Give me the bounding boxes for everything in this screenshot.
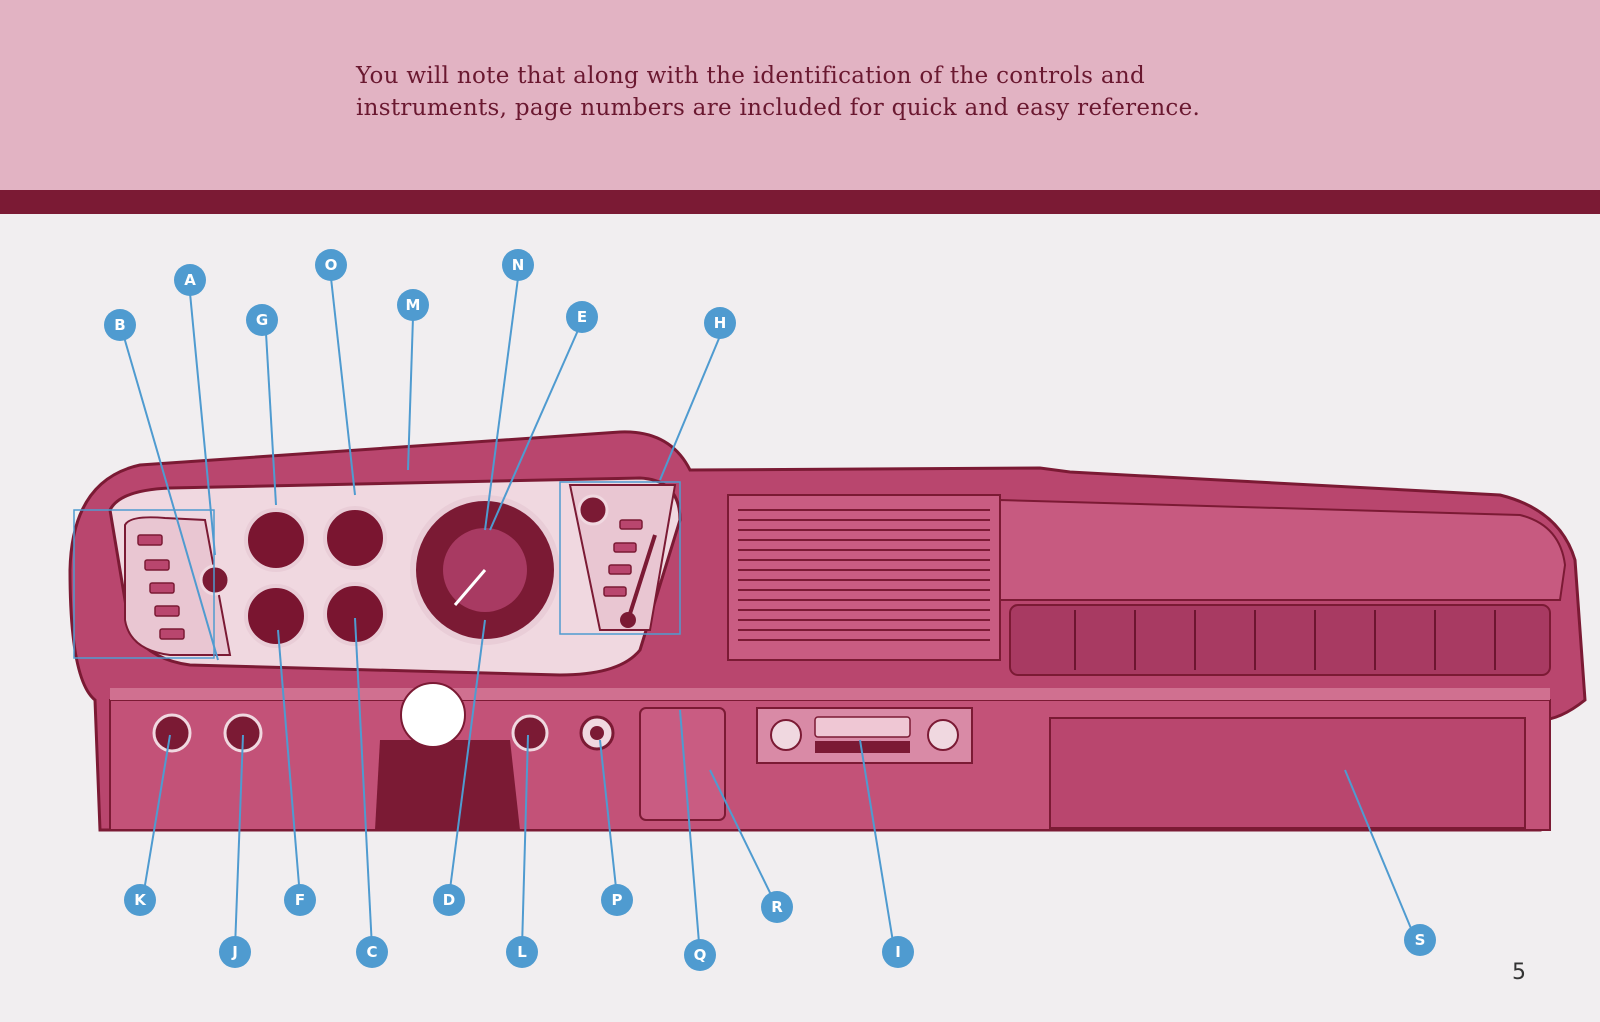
svg-text:C: C: [366, 943, 377, 961]
callout-F: F: [284, 884, 316, 916]
callout-M: M: [397, 289, 429, 321]
dash-body: [68, 430, 1587, 832]
callout-P: P: [601, 884, 633, 916]
callout-K: K: [124, 884, 156, 916]
svg-text:E: E: [577, 308, 587, 326]
svg-text:S: S: [1415, 931, 1426, 949]
svg-text:A: A: [184, 271, 196, 289]
callout-C: C: [356, 936, 388, 968]
svg-text:O: O: [325, 256, 338, 274]
svg-text:H: H: [714, 314, 727, 332]
callout-H: H: [704, 307, 736, 339]
callout-A: A: [174, 264, 206, 296]
svg-text:L: L: [517, 943, 527, 961]
svg-text:B: B: [114, 316, 125, 334]
svg-text:F: F: [295, 891, 305, 909]
callout-S: S: [1404, 924, 1436, 956]
svg-text:N: N: [512, 256, 525, 274]
callout-N: N: [502, 249, 534, 281]
leader-lines: [123, 277, 1416, 956]
svg-text:K: K: [134, 891, 147, 909]
callout-G: G: [246, 304, 278, 336]
callout-O: O: [315, 249, 347, 281]
intro-text: You will note that along with the identi…: [356, 60, 1256, 124]
svg-text:Q: Q: [694, 946, 707, 964]
callout-R: R: [761, 891, 793, 923]
svg-text:R: R: [771, 898, 783, 916]
dashboard-illustration: A B C D E F G H I J K L M N O P Q R S: [68, 249, 1587, 971]
svg-text:M: M: [406, 296, 421, 314]
callout-J: J: [219, 936, 251, 968]
svg-text:D: D: [443, 891, 455, 909]
svg-text:J: J: [231, 943, 238, 961]
svg-text:P: P: [612, 891, 623, 909]
svg-text:G: G: [256, 311, 268, 329]
callout-D: D: [433, 884, 465, 916]
callout-L: L: [506, 936, 538, 968]
intro-line-2: instruments, page numbers are included f…: [356, 95, 1201, 121]
header-band: [0, 0, 1600, 190]
intro-line-1: You will note that along with the identi…: [356, 63, 1146, 89]
header-rule: [0, 190, 1600, 214]
page-number: 5: [1512, 960, 1526, 985]
svg-text:I: I: [895, 943, 901, 961]
callout-E: E: [566, 301, 598, 333]
callout-B: B: [104, 309, 136, 341]
callout-I: I: [882, 936, 914, 968]
callout-Q: Q: [684, 939, 716, 971]
